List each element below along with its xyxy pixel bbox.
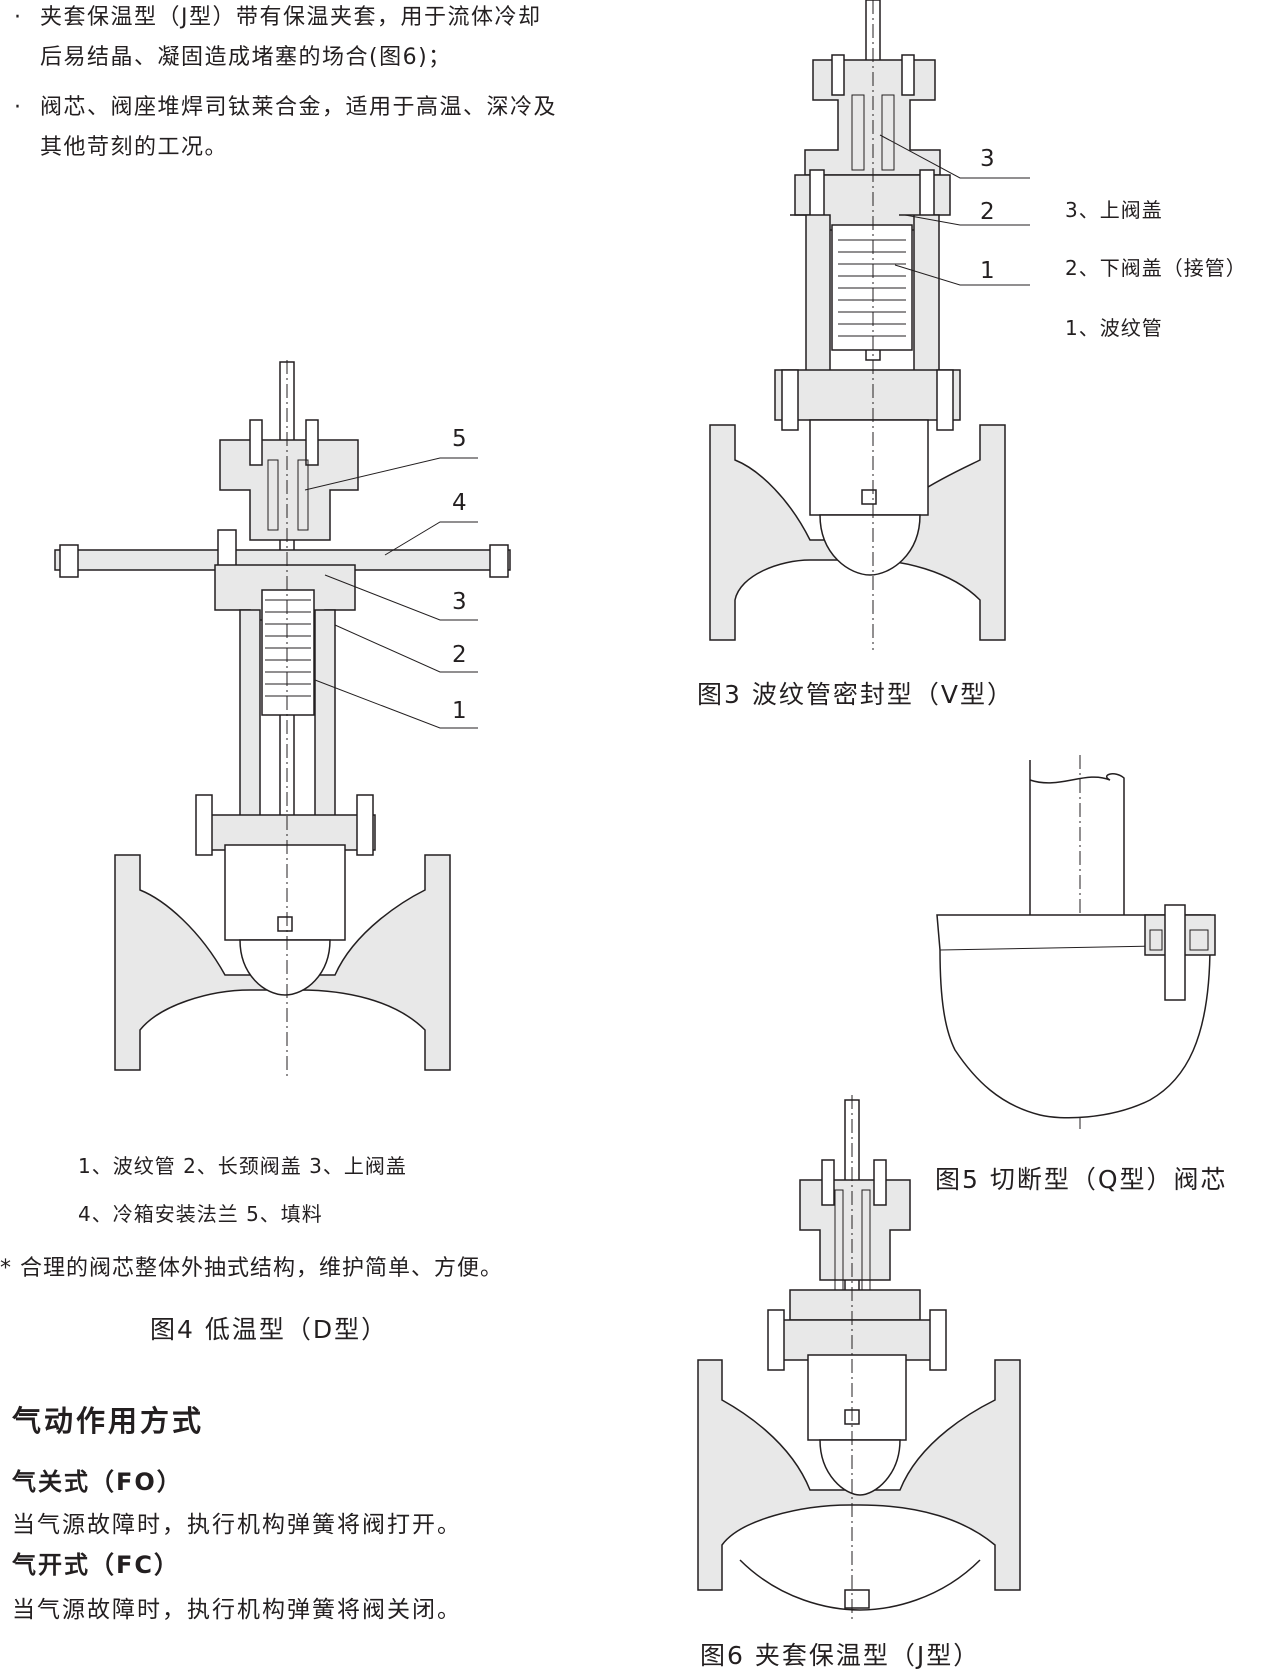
fc-title: 气开式（FC）	[12, 1551, 181, 1579]
fig4-caption: 图4 低温型（D型）	[150, 1315, 389, 1344]
fig6-caption: 图6 夹套保温型（J型）	[700, 1641, 981, 1670]
fc-text: 当气源故障时，执行机构弹簧将阀关闭。	[12, 1597, 462, 1623]
fig3-legend-2: 2、下阀盖（接管）	[1065, 256, 1247, 280]
bullet-alloy-line2: 其他苛刻的工况。	[40, 135, 229, 160]
fo-text: 当气源故障时，执行机构弹簧将阀打开。	[12, 1512, 462, 1538]
fig3-callout-1: 1	[980, 258, 995, 284]
fig3-callout-3: 3	[980, 146, 995, 172]
fo-title: 气关式（FO）	[12, 1468, 183, 1496]
bullet-jacket-line1: 夹套保温型（J型）带有保温夹套，用于流体冷却	[40, 5, 542, 30]
bullet-alloy: ·阀芯、阀座堆焊司钛莱合金，适用于高温、深冷及 其他苛刻的工况。	[14, 92, 694, 164]
fig5-caption: 图5 切断型（Q型）阀芯	[935, 1165, 1228, 1194]
fig4-legend-line1: 1、波纹管 2、长颈阀盖 3、上阀盖	[78, 1154, 407, 1178]
fig3-legend-3: 3、上阀盖	[1065, 198, 1163, 222]
fig3-legend-1: 1、波纹管	[1065, 316, 1163, 340]
fig3-caption: 图3 波纹管密封型（V型）	[697, 680, 1014, 709]
fig4-callout-2: 2	[452, 642, 467, 668]
section-title: 气动作用方式	[12, 1404, 205, 1438]
fig4-note: * 合理的阀芯整体外抽式结构，维护简单、方便。	[0, 1256, 503, 1281]
fig4-callout-1: 1	[452, 698, 467, 724]
fig4-callout-4: 4	[452, 490, 467, 516]
fig4-legend-line2: 4、冷箱安装法兰 5、填料	[78, 1202, 323, 1226]
bullet-jacket: ·夹套保温型（J型）带有保温夹套，用于流体冷却 后易结晶、凝固造成堵塞的场合(图…	[14, 2, 694, 74]
fig4-callout-3: 3	[452, 589, 467, 615]
fig3-callout-2: 2	[980, 199, 995, 225]
bullet-jacket-line2: 后易结晶、凝固造成堵塞的场合(图6)；	[40, 45, 452, 70]
fig4-callout-5: 5	[452, 426, 467, 452]
bullet-alloy-line1: 阀芯、阀座堆焊司钛莱合金，适用于高温、深冷及	[40, 95, 558, 120]
